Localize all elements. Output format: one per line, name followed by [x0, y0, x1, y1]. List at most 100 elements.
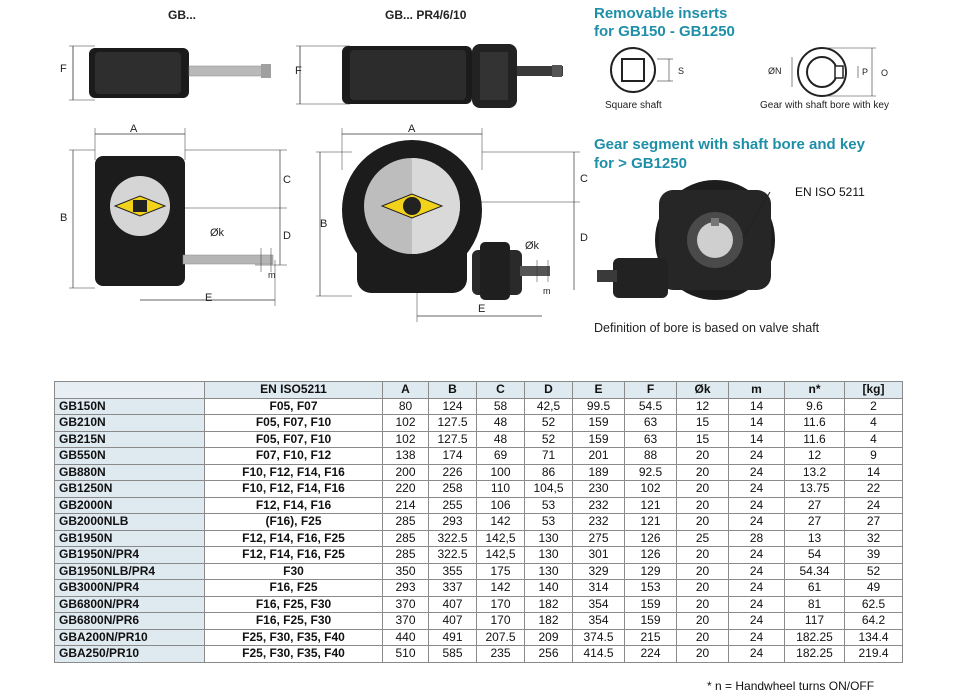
gb-side-view — [69, 45, 271, 101]
cell-value: 11.6 — [784, 430, 845, 448]
cell-value: 24 — [728, 546, 785, 564]
cell-value: 329 — [572, 562, 625, 580]
cell-value: 491 — [428, 628, 477, 646]
dim-o: O — [881, 68, 889, 78]
cell-value: 182 — [524, 612, 573, 630]
cell-value: 20 — [676, 496, 729, 514]
cell-iso-flange: F07, F10, F12 — [204, 447, 383, 465]
cell-value: 285 — [382, 529, 429, 547]
cell-value: 230 — [572, 480, 625, 498]
cell-iso-flange: F25, F30, F35, F40 — [204, 645, 383, 663]
cell-iso-flange: F05, F07, F10 — [204, 430, 383, 448]
cell-value: 12 — [676, 397, 729, 415]
cell-iso-flange: F12, F14, F16, F25 — [204, 529, 383, 547]
cell-value: 159 — [624, 612, 677, 630]
cell-model: GB1950N — [54, 529, 205, 547]
cell-value: 20 — [676, 480, 729, 498]
cell-value: 110 — [476, 480, 525, 498]
cell-value: 215 — [624, 628, 677, 646]
cell-value: 15 — [676, 430, 729, 448]
cell-value: 126 — [624, 546, 677, 564]
cell-value: 9 — [844, 447, 903, 465]
dim-a-left: A — [130, 123, 138, 135]
dim-d-left: D — [283, 230, 291, 242]
cell-value: 20 — [676, 447, 729, 465]
cell-value: 71 — [524, 447, 573, 465]
cell-value: 20 — [676, 463, 729, 481]
bore-key-caption: Gear with shaft bore with key — [760, 100, 889, 111]
dim-m-right: m — [543, 286, 551, 296]
cell-value: 224 — [624, 645, 677, 663]
cell-iso-flange: F10, F12, F14, F16 — [204, 463, 383, 481]
cell-value: 24 — [728, 595, 785, 613]
cell-value: 24 — [728, 447, 785, 465]
dim-m-left: m — [268, 270, 276, 280]
dim-e-left: E — [205, 292, 213, 304]
cell-value: 88 — [624, 447, 677, 465]
cell-value: 175 — [476, 562, 525, 580]
gb-pr-side-view — [296, 44, 563, 108]
cell-model: GB1250N — [54, 480, 205, 498]
inserts-title-line1: Removable inserts — [594, 5, 728, 22]
cell-value: 355 — [428, 562, 477, 580]
cell-value: 24 — [728, 463, 785, 481]
cell-value: 440 — [382, 628, 429, 646]
cell-value: 39 — [844, 546, 903, 564]
cell-value: 102 — [382, 414, 429, 432]
cell-value: 24 — [728, 645, 785, 663]
cell-value: 22 — [844, 480, 903, 498]
cell-value: 24 — [728, 496, 785, 514]
cell-value: 2 — [844, 397, 903, 415]
segment-title-line2: for > GB1250 — [594, 155, 687, 172]
cell-value: 24 — [728, 612, 785, 630]
cell-value: 4 — [844, 430, 903, 448]
cell-value: 117 — [784, 612, 845, 630]
cell-value: 102 — [624, 480, 677, 498]
cell-model: GB1950NLB/PR4 — [54, 562, 205, 580]
dim-e-right: E — [478, 303, 486, 315]
dim-s: S — [678, 66, 685, 76]
cell-value: 129 — [624, 562, 677, 580]
cell-value: 106 — [476, 496, 525, 514]
cell-value: 20 — [676, 562, 729, 580]
cell-value: 220 — [382, 480, 429, 498]
cell-iso-flange: F16, F25 — [204, 579, 383, 597]
cell-value: 49 — [844, 579, 903, 597]
dim-c-right: C — [580, 173, 588, 185]
cell-value: 226 — [428, 463, 477, 481]
cell-value: 24 — [728, 513, 785, 531]
cell-model: GB2000NLB — [54, 513, 205, 531]
cell-model: GB150N — [54, 397, 205, 415]
iso-standard-label: EN ISO 5211 — [795, 185, 865, 199]
cell-value: 13 — [784, 529, 845, 547]
cell-value: 370 — [382, 612, 429, 630]
cell-iso-flange: F30 — [204, 562, 383, 580]
cell-value: 14 — [728, 414, 785, 432]
cell-value: 255 — [428, 496, 477, 514]
cell-value: 20 — [676, 645, 729, 663]
cell-model: GB550N — [54, 447, 205, 465]
square-shaft-caption: Square shaft — [605, 100, 662, 111]
table-footnote: * n = Handwheel turns ON/OFF — [707, 679, 875, 693]
cell-value: 14 — [728, 397, 785, 415]
cell-value: 62.5 — [844, 595, 903, 613]
cell-value: 142,5 — [476, 546, 525, 564]
cell-value: 100 — [476, 463, 525, 481]
cell-value: 53 — [524, 496, 573, 514]
cell-value: 52 — [524, 430, 573, 448]
col-header-iso: EN ISO5211 — [204, 381, 383, 399]
cell-value: 69 — [476, 447, 525, 465]
cell-value: 121 — [624, 496, 677, 514]
dim-f-left: F — [60, 63, 67, 75]
cell-value: 52 — [524, 414, 573, 432]
dim-d-right: D — [580, 232, 588, 244]
col-header-n: n* — [784, 381, 845, 399]
cell-value: 350 — [382, 562, 429, 580]
gb-pr-front-view — [316, 128, 580, 322]
cell-value: 285 — [382, 513, 429, 531]
